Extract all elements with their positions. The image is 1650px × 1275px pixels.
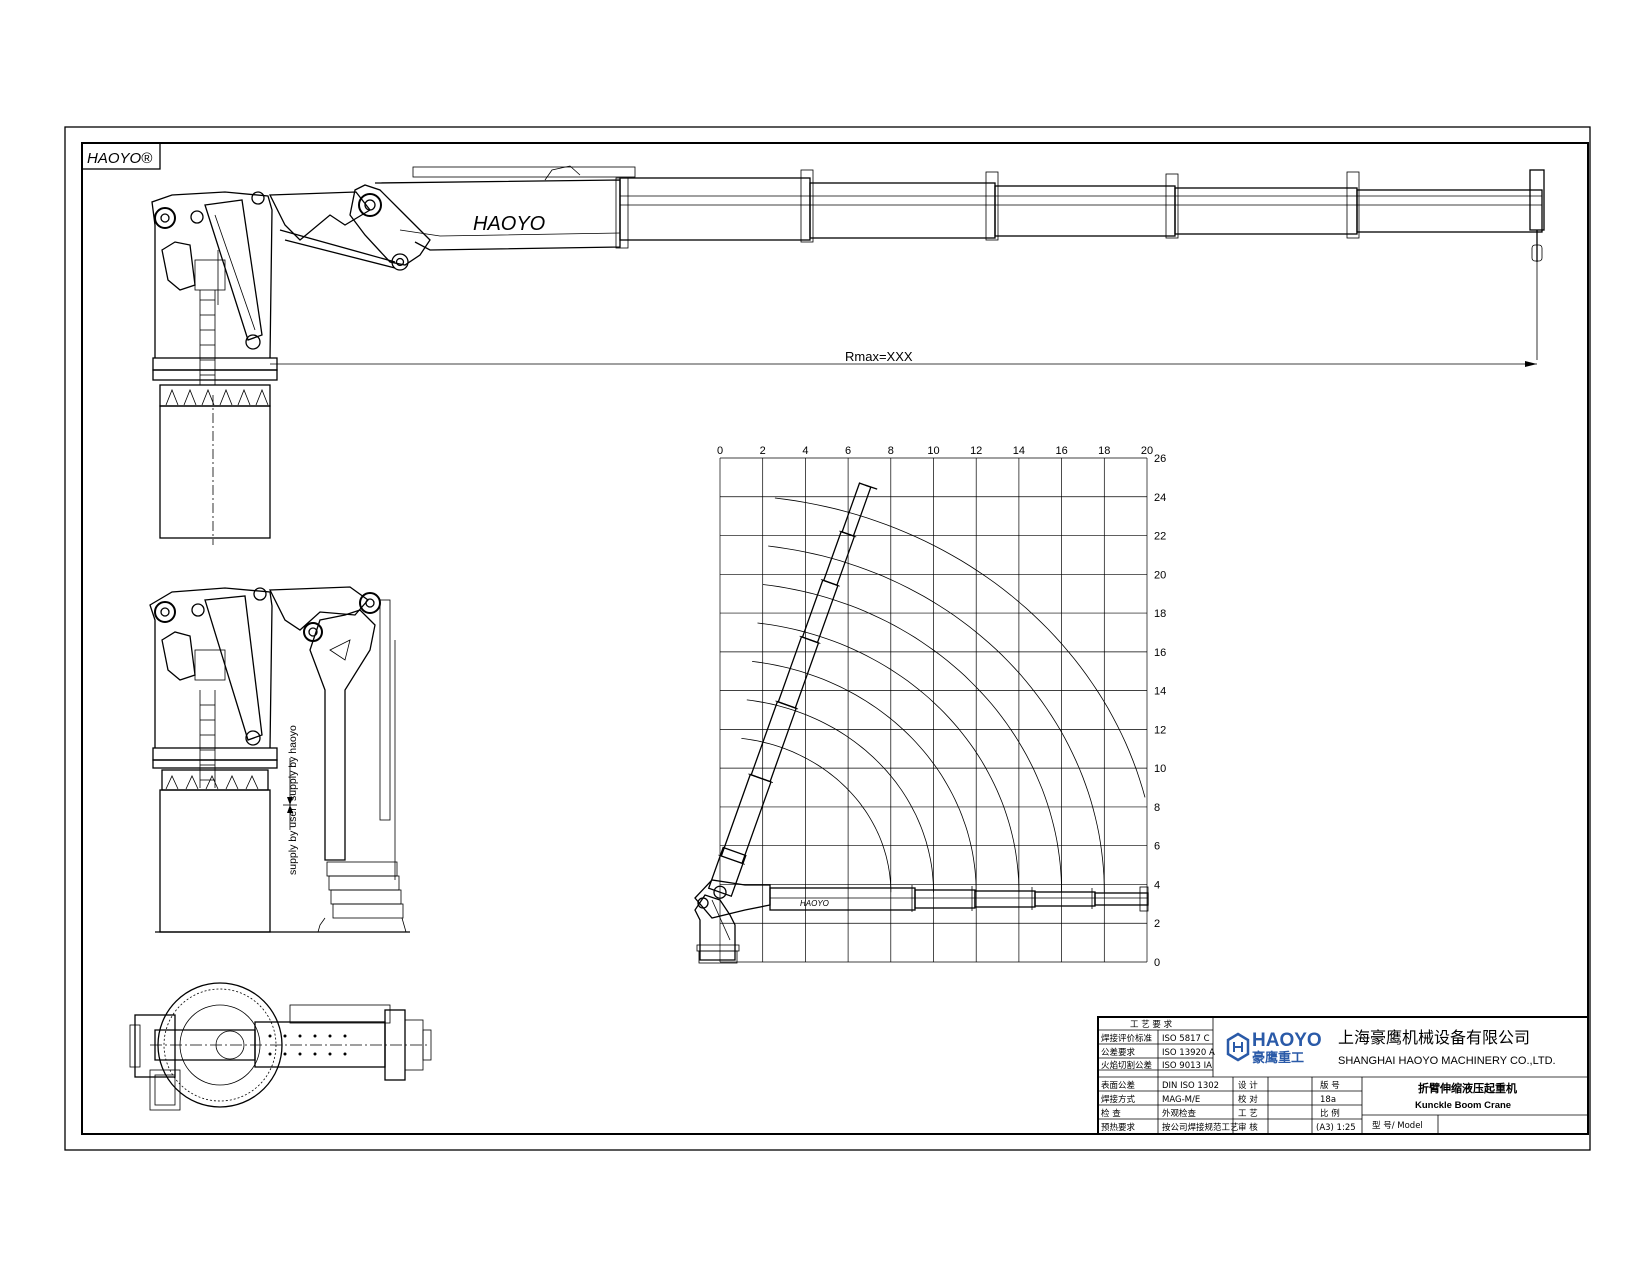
chart-y-tick-12: 24	[1154, 492, 1166, 504]
spec-value-7: 按公司焊接规范工艺	[1162, 1122, 1239, 1133]
sign-label-design: 设 计	[1238, 1080, 1258, 1091]
chart-raised-boom	[707, 482, 878, 899]
haoyo-logo-box: HAOYO®	[81, 142, 161, 170]
spec-label-6: 检 查	[1101, 1108, 1121, 1119]
inner-frame	[81, 142, 1589, 1135]
folded-view: supply by user supply by haoyo	[149, 586, 410, 933]
spec-value-1: ISO 5817 C	[1162, 1034, 1210, 1044]
chart-boom-collar-2	[775, 700, 799, 710]
chart-y-tick-10: 20	[1154, 569, 1166, 581]
outer-frame	[64, 126, 1591, 1151]
chart-arc-1	[746, 699, 934, 893]
chart-arc-2	[752, 661, 977, 893]
chart-x-tick-7: 14	[1013, 445, 1025, 457]
spec-value-4: DIN ISO 1302	[1162, 1081, 1219, 1091]
spec-value-5: MAG-M/E	[1162, 1095, 1200, 1105]
chart-boom-collar-5	[839, 530, 857, 538]
chart-x-tick-10: 20	[1141, 445, 1153, 457]
chart-boom-knuckle	[707, 846, 747, 898]
chart-x-tick-5: 10	[927, 445, 939, 457]
chart-x-tick-6: 12	[970, 445, 982, 457]
chart-boom-collar-3	[799, 635, 821, 644]
spec-label-2: 公差要求	[1101, 1047, 1136, 1058]
company-logo-text: HAOYO	[1252, 1030, 1322, 1051]
info-version-label: 版 号	[1320, 1080, 1340, 1091]
chart-boom-brand: HAOYO	[800, 899, 829, 908]
company-name-en: SHANGHAI HAOYO MACHINERY CO.,LTD.	[1338, 1055, 1556, 1067]
chart-y-tick-11: 22	[1154, 531, 1166, 543]
company-logo-cn: 豪鹰重工	[1252, 1050, 1304, 1065]
spec-label-5: 焊接方式	[1101, 1094, 1136, 1105]
spec-value-2: ISO 13920 A	[1162, 1048, 1215, 1058]
chart-arc-4	[762, 584, 1062, 893]
product-name-en: Kunckle Boom Crane	[1415, 1100, 1511, 1111]
chart-y-tick-13: 26	[1154, 453, 1166, 465]
chart-arc-0	[741, 738, 892, 893]
chart-y-tick-7: 14	[1154, 686, 1166, 698]
chart-x-tick-8: 16	[1055, 445, 1067, 457]
title-block: 工 艺 要 求 焊接评价标准 ISO 5817 C 公差要求 ISO 13920…	[1097, 1016, 1589, 1135]
chart-crane-base	[694, 894, 740, 964]
chart-boom-tip	[864, 484, 878, 490]
chart-x-tick-2: 4	[802, 445, 808, 457]
spec-label-7: 预热要求	[1101, 1122, 1136, 1133]
chart-y-tick-0: 0	[1154, 957, 1160, 969]
top-view	[129, 982, 432, 1111]
chart-x-tick-9: 18	[1098, 445, 1110, 457]
chart-boom-collar-1	[748, 773, 774, 783]
chart-x-tick-labels: 0 2 4 6 8 10 12 14 16 18 20	[717, 445, 1153, 457]
company-name-cn: 上海豪鹰机械设备有限公司	[1338, 1028, 1530, 1047]
supply-by-haoyo: supply by haoyo	[287, 725, 299, 801]
chart-boom-collar-0	[718, 854, 745, 865]
spec-header: 工 艺 要 求	[1130, 1019, 1173, 1030]
chart-x-tick-4: 8	[888, 445, 894, 457]
chart-grid	[719, 457, 1148, 963]
chart-y-tick-8: 16	[1154, 647, 1166, 659]
chart-y-tick-4: 8	[1154, 802, 1160, 814]
sign-label-check: 校 对	[1238, 1094, 1258, 1105]
spec-label-1: 焊接评价标准	[1101, 1033, 1153, 1044]
chart-y-tick-9: 18	[1154, 608, 1166, 620]
chart-arc-3	[757, 622, 1020, 893]
product-name-cn: 折臂伸缩液压起重机	[1418, 1081, 1517, 1095]
chart-boom-pivot	[713, 885, 727, 899]
spec-label-3: 火焰切割公差	[1101, 1060, 1152, 1071]
sign-label-review: 审 核	[1238, 1122, 1258, 1133]
chart-boom-section-1	[750, 700, 798, 783]
chart-y-tick-6: 12	[1154, 724, 1166, 736]
company-logo-icon	[1226, 1032, 1250, 1062]
chart-folded-boom: HAOYO	[694, 879, 1149, 919]
spec-label-4: 表面公差	[1101, 1080, 1135, 1091]
chart-arcs	[741, 497, 1146, 893]
chart-x-tick-3: 6	[845, 445, 851, 457]
info-scale-value: (A3) 1:25	[1316, 1123, 1356, 1133]
info-version-value: 18a	[1320, 1095, 1336, 1105]
chart-y-tick-3: 6	[1154, 841, 1160, 853]
chart-boom-section-2	[777, 635, 820, 709]
info-scale-label: 比 例	[1320, 1108, 1340, 1119]
supply-by-user: supply by user	[287, 807, 299, 875]
chart-x-tick-1: 2	[760, 445, 766, 457]
chart-y-tick-1: 2	[1154, 918, 1160, 930]
spec-value-3: ISO 9013 IA	[1162, 1061, 1212, 1071]
haoyo-logo-text: HAOYO®	[87, 150, 153, 167]
side-boom-brand: HAOYO	[473, 213, 545, 235]
chart-x-tick-0: 0	[717, 445, 723, 457]
chart-y-tick-2: 4	[1154, 879, 1160, 891]
side-view: HAOYO Rmax=XXX	[151, 165, 1545, 545]
sign-label-process: 工 艺	[1238, 1109, 1258, 1119]
chart-boom-collar-4	[820, 579, 840, 587]
chart-boom-section-4	[822, 530, 856, 587]
model-label: 型 号/ Model	[1372, 1121, 1423, 1131]
chart-arc-5	[768, 545, 1105, 893]
spec-value-6: 外观检查	[1162, 1108, 1197, 1119]
chart-arc-6	[774, 497, 1146, 798]
chart-y-tick-5: 10	[1154, 763, 1166, 775]
chart-boom-section-5	[841, 482, 872, 537]
reach-label: Rmax=XXX	[845, 349, 913, 364]
